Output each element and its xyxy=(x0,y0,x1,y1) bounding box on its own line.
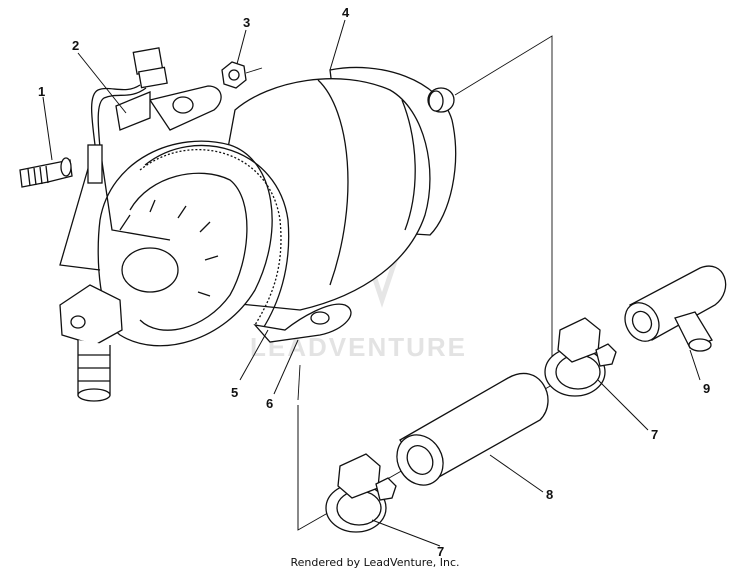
callout-9: 9 xyxy=(703,381,710,396)
hose-clamp-lower xyxy=(325,453,397,533)
callout-7-lower: 7 xyxy=(437,544,444,559)
fuel-hose-part-8 xyxy=(396,372,549,486)
callout-6: 6 xyxy=(266,396,273,411)
callout-labels: 1 2 3 4 5 6 7 8 9 7 xyxy=(38,5,710,559)
leader-lines xyxy=(42,19,701,547)
callout-2: 2 xyxy=(72,38,79,53)
bolt-part-1 xyxy=(19,157,73,188)
fuel-pump xyxy=(59,66,457,402)
callout-1: 1 xyxy=(38,84,45,99)
callout-8: 8 xyxy=(546,487,553,502)
fuel-filter-part-9 xyxy=(624,265,727,352)
hose-clamp-upper xyxy=(544,317,617,397)
callout-7-upper: 7 xyxy=(651,427,658,442)
nut-part-3 xyxy=(221,61,263,89)
callout-4: 4 xyxy=(342,5,350,20)
footer-credit: Rendered by LeadVenture, Inc. xyxy=(290,556,460,569)
wiring-harness xyxy=(59,47,171,271)
callout-3: 3 xyxy=(243,15,250,30)
callout-5: 5 xyxy=(231,385,238,400)
